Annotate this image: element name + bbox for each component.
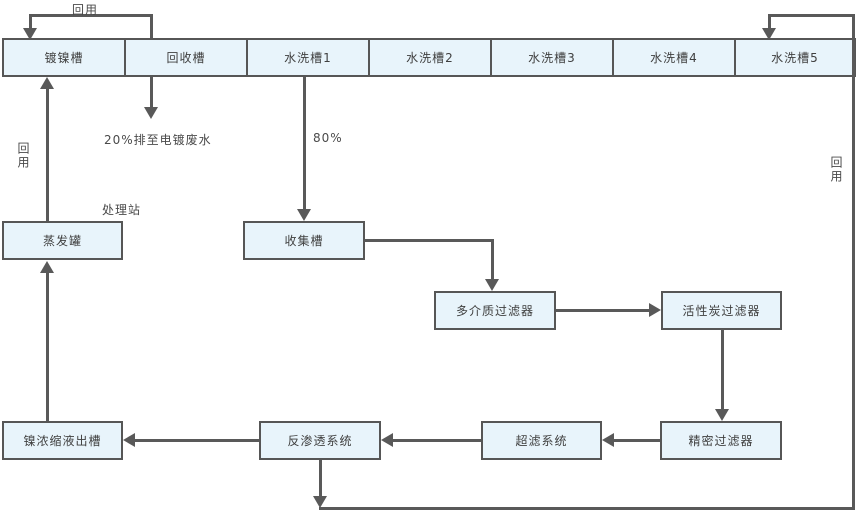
node-label: 超滤系统 bbox=[515, 434, 568, 448]
connector-precision-to-uf bbox=[614, 439, 660, 442]
connector-ro-to-concentrate bbox=[135, 439, 259, 442]
connector-rinse1-to-collection bbox=[303, 77, 306, 209]
label-treatment-station: 处理站 bbox=[102, 203, 142, 217]
node-nickel-concentrate-tank: 镍浓缩液出槽 bbox=[2, 421, 123, 460]
node-rinse-tank-1: 水洗槽1 bbox=[246, 38, 370, 77]
connector-ro-down bbox=[319, 460, 322, 496]
node-label: 收集槽 bbox=[284, 234, 324, 248]
label-reuse-top-left: 回用 bbox=[72, 3, 99, 17]
arrowhead-into-ultrafiltration bbox=[602, 433, 614, 447]
node-recovery-tank: 回收槽 bbox=[124, 38, 248, 77]
connector-bottom-across bbox=[319, 507, 855, 510]
node-label: 水洗槽4 bbox=[650, 51, 698, 65]
node-nickel-plating-tank: 镀镍槽 bbox=[2, 38, 126, 77]
connector-recovery-reuse-across bbox=[29, 14, 153, 17]
node-label: 回收槽 bbox=[166, 51, 206, 65]
node-precision-filter: 精密过滤器 bbox=[660, 421, 782, 460]
node-activated-carbon-filter: 活性炭过滤器 bbox=[661, 291, 782, 330]
arrowhead-into-nickel-plating-tank bbox=[23, 28, 37, 40]
node-label: 水洗槽5 bbox=[771, 51, 819, 65]
arrowhead-into-multimedia-filter bbox=[485, 279, 499, 291]
connector-recovery-reuse-down bbox=[29, 14, 32, 28]
connector-recovery-reuse-up bbox=[150, 14, 153, 38]
node-label: 蒸发罐 bbox=[42, 234, 82, 248]
node-rinse-tank-3: 水洗槽3 bbox=[490, 38, 614, 77]
label-discharge-20: 20%排至电镀废水 bbox=[104, 133, 212, 147]
connector-evaporator-reuse bbox=[46, 89, 49, 221]
connector-carbon-to-precision bbox=[721, 329, 724, 409]
node-label: 镍浓缩液出槽 bbox=[23, 434, 102, 448]
node-rinse-tank-5: 水洗槽5 bbox=[734, 38, 856, 77]
node-ultrafiltration-system: 超滤系统 bbox=[481, 421, 602, 460]
connector-into-rinse5-down bbox=[768, 14, 771, 28]
arrowhead-discharge bbox=[144, 107, 158, 119]
node-label: 镀镍槽 bbox=[44, 51, 84, 65]
node-label: 水洗槽1 bbox=[284, 51, 332, 65]
label-flow-80: 80% bbox=[313, 131, 343, 145]
arrowhead-into-nickel-plating-tank-bottom bbox=[40, 77, 54, 89]
node-label: 多介质过滤器 bbox=[455, 304, 534, 318]
node-label: 水洗槽3 bbox=[528, 51, 576, 65]
connector-collection-across bbox=[365, 239, 494, 242]
connector-topright-across bbox=[768, 14, 855, 17]
arrowhead-into-rinse-tank-5 bbox=[762, 28, 776, 40]
node-evaporator: 蒸发罐 bbox=[2, 221, 123, 260]
node-label: 反渗透系统 bbox=[287, 434, 353, 448]
arrowhead-ro-junction bbox=[313, 496, 327, 508]
connector-concentrate-to-evaporator bbox=[46, 273, 49, 421]
arrowhead-into-reverse-osmosis bbox=[381, 433, 393, 447]
connector-multimedia-to-carbon bbox=[556, 309, 649, 312]
connector-uf-to-ro bbox=[393, 439, 481, 442]
arrowhead-into-carbon-filter bbox=[649, 303, 661, 317]
node-reverse-osmosis-system: 反渗透系统 bbox=[259, 421, 381, 460]
arrowhead-into-collection-tank bbox=[297, 209, 311, 221]
node-rinse-tank-2: 水洗槽2 bbox=[368, 38, 492, 77]
node-label: 水洗槽2 bbox=[406, 51, 454, 65]
connector-recovery-discharge bbox=[150, 77, 153, 107]
connector-right-up bbox=[852, 14, 855, 510]
label-reuse-left: 回用 bbox=[16, 142, 30, 170]
arrowhead-into-precision-filter bbox=[715, 409, 729, 421]
node-multimedia-filter: 多介质过滤器 bbox=[434, 291, 556, 330]
connector-collection-down bbox=[491, 239, 494, 279]
arrowhead-into-evaporator bbox=[40, 261, 54, 273]
node-rinse-tank-4: 水洗槽4 bbox=[612, 38, 736, 77]
arrowhead-into-concentrate-tank bbox=[123, 433, 135, 447]
node-collection-tank: 收集槽 bbox=[243, 221, 365, 260]
node-label: 精密过滤器 bbox=[688, 434, 754, 448]
label-reuse-right: 回用 bbox=[829, 156, 843, 184]
node-label: 活性炭过滤器 bbox=[682, 304, 761, 318]
